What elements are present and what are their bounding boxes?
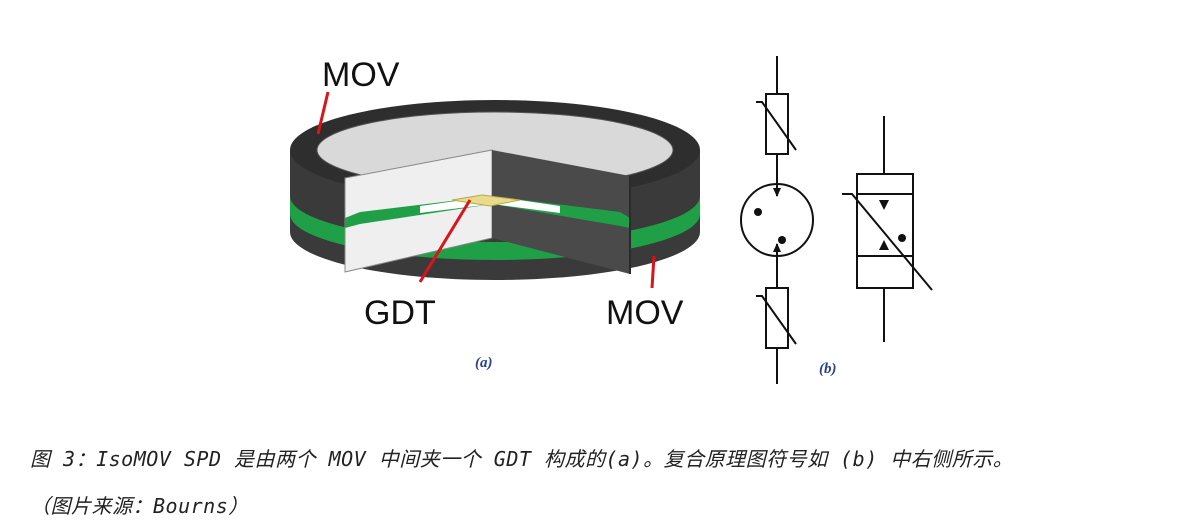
isomov-cutaway (290, 91, 700, 289)
caption-line-1: 图 3：IsoMOV SPD 是由两个 MOV 中间夹一个 GDT 构成的(a)… (30, 447, 1014, 471)
label-gdt: GDT (364, 294, 436, 332)
mov-symbol-bottom-slash (756, 295, 797, 345)
figure: MOV GDT MOV (a) (b) (290, 56, 933, 384)
composite-arrow-bottom (879, 240, 889, 250)
mov-symbol-top-slash (756, 101, 797, 151)
gdt-dot-left (754, 208, 762, 216)
figure-drawing (290, 56, 933, 384)
schematic-symbols (740, 56, 933, 384)
panel-label-b: (b) (819, 361, 837, 377)
label-mov-top: MOV (322, 56, 400, 94)
gdt-dot-right (778, 236, 786, 244)
callout-line-mov-bottom (650, 255, 656, 289)
caption-line-2: （图片来源：Bourns） (30, 494, 249, 518)
composite-arrow-top (879, 200, 889, 210)
panel-label-a: (a) (475, 355, 493, 371)
composite-dot (898, 234, 906, 242)
gdt-element (451, 194, 521, 207)
callout-line-mov-top (316, 91, 330, 135)
callout-line-gdt (418, 199, 472, 283)
composite-body (856, 173, 914, 289)
composite-slash (842, 193, 933, 291)
label-mov-bottom: MOV (606, 294, 684, 332)
